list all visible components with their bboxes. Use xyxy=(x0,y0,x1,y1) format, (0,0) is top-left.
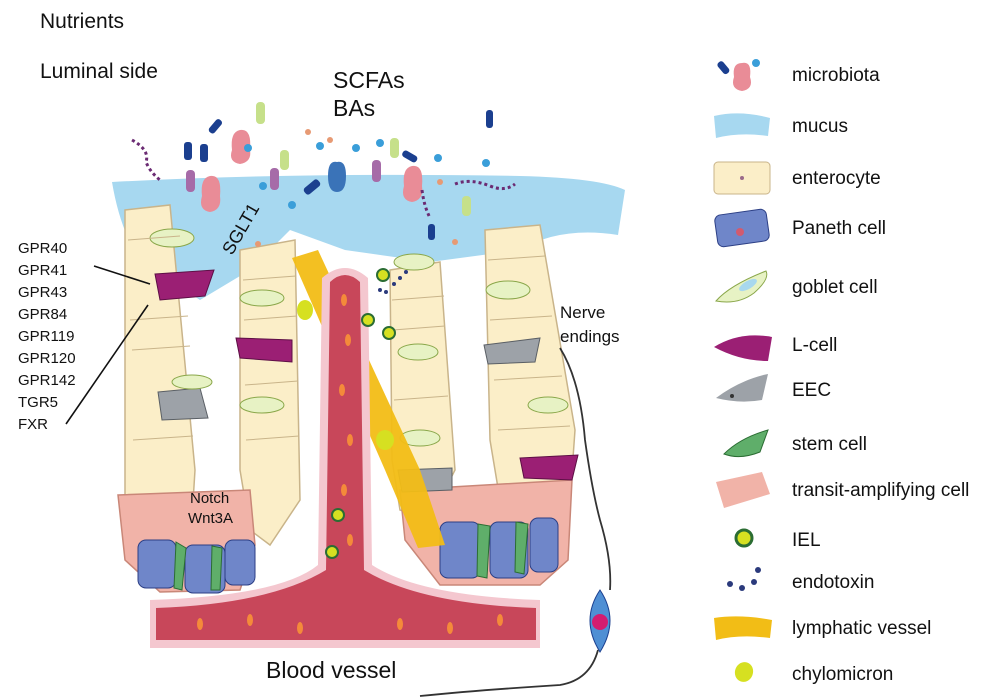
legend-label: mucus xyxy=(792,116,848,138)
receptor-label: FXR xyxy=(18,416,48,433)
receptor-label: GPR40 xyxy=(18,240,67,257)
lymphatic-vessel-icon xyxy=(710,608,780,648)
legend-label: lymphatic vessel xyxy=(792,618,931,640)
goblet-cell-icon xyxy=(710,267,780,307)
legend-label: chylomicron xyxy=(792,664,893,686)
legend-item-mucus: mucus xyxy=(710,106,1000,146)
legend-item-enterocyte: enterocyte xyxy=(710,158,1000,198)
receptor-label: TGR5 xyxy=(18,394,58,411)
legend-item-stem: stem cell xyxy=(710,424,1000,464)
eec-icon xyxy=(710,370,780,410)
legend-item-l-cell: L-cell xyxy=(710,325,1000,365)
legend-label: goblet cell xyxy=(792,277,878,299)
receptor-label: GPR120 xyxy=(18,350,76,367)
scfas-label: SCFAs xyxy=(333,67,405,93)
wnt3a-label: Wnt3A xyxy=(188,510,233,527)
legend-label: enterocyte xyxy=(792,168,881,190)
legend-label: L-cell xyxy=(792,335,837,357)
receptor-label: GPR43 xyxy=(18,284,67,301)
legend-item-goblet: goblet cell xyxy=(710,267,1000,307)
microbiota-icon xyxy=(710,55,780,95)
legend-item-lymphatic: lymphatic vessel xyxy=(710,608,1000,648)
legend-label: microbiota xyxy=(792,65,880,87)
chylomicron-icon xyxy=(710,654,780,694)
legend-label: Paneth cell xyxy=(792,218,886,240)
receptor-label: GPR119 xyxy=(18,328,74,345)
luminal-side-label: Luminal side xyxy=(40,60,158,83)
legend-item-eec: EEC xyxy=(710,370,1000,410)
nerve-endings-label-line2: endings xyxy=(560,327,620,346)
stem-cell-icon xyxy=(710,424,780,464)
receptor-label: GPR84 xyxy=(18,306,67,323)
legend-item-endotoxin: endotoxin xyxy=(710,562,1000,602)
receptor-list: GPR40 GPR41 GPR43 GPR84 GPR119 GPR120 GP… xyxy=(18,240,76,433)
iel-icon xyxy=(710,520,780,560)
nutrients-label: Nutrients xyxy=(40,10,124,33)
legend-label: EEC xyxy=(792,380,831,402)
legend-item-microbiota: microbiota xyxy=(710,55,1000,95)
notch-label: Notch xyxy=(190,490,229,507)
mucus-icon xyxy=(710,106,780,146)
legend-label: stem cell xyxy=(792,434,867,456)
legend-label: endotoxin xyxy=(792,572,874,594)
blood-vessel-label: Blood vessel xyxy=(266,657,396,683)
nerve-endings-label-line1: Nerve xyxy=(560,303,605,322)
legend-label: IEL xyxy=(792,530,821,552)
receptor-label: GPR142 xyxy=(18,372,76,389)
legend-item-iel: IEL xyxy=(710,520,1000,560)
paneth-cell-icon xyxy=(710,208,780,248)
l-cell-icon xyxy=(710,325,780,365)
legend-label: transit-amplifying cell xyxy=(792,480,969,502)
legend-item-transit: transit-amplifying cell xyxy=(710,470,1000,510)
transit-amplifying-cell-icon xyxy=(710,470,780,510)
receptor-label: GPR41 xyxy=(18,262,67,279)
legend-item-chylomicron: chylomicron xyxy=(710,654,1000,694)
bas-label: BAs xyxy=(333,95,375,121)
endotoxin-icon xyxy=(710,562,780,602)
enterocyte-icon xyxy=(710,158,780,198)
legend-item-paneth: Paneth cell xyxy=(710,208,1000,248)
